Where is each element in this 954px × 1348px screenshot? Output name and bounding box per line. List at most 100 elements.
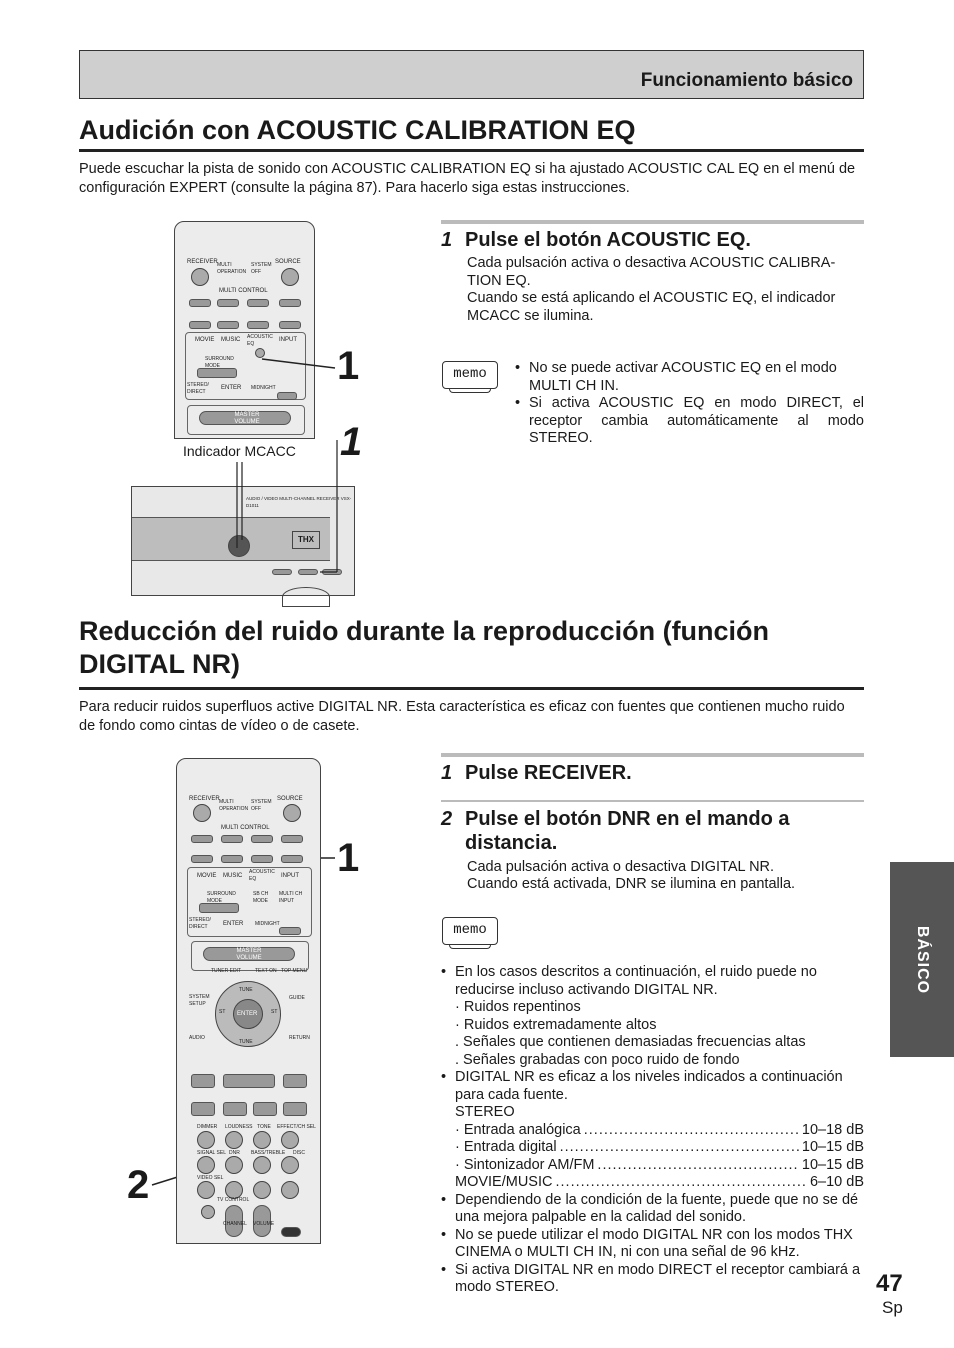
remote2-label-tune-down: TUNE: [239, 1039, 253, 1045]
memo2-sub-4: . Señales grabadas con poco ruido de fon…: [455, 1051, 740, 1068]
step2-1-rule: [441, 753, 864, 757]
step2-1-title: Pulse RECEIVER.: [465, 762, 632, 784]
page-number: 47: [876, 1270, 903, 1297]
memo2-item-3: Dependiendo de la condición de la fuente…: [441, 1192, 864, 1227]
remote2-label-source: SOURCE: [277, 796, 303, 802]
step1-text-2: Cuando se está aplicando el ACOUSTIC EQ,…: [467, 290, 836, 324]
dnr-button: [225, 1156, 243, 1174]
memo2-sub-2: · Ruidos extremadamente altos: [455, 1016, 657, 1033]
remote2-label-acoustic-eq: ACOUSTIC EQ: [249, 869, 275, 882]
remote2-label-system-setup: SYSTEM SETUP: [189, 994, 210, 1007]
step2-2-text-2: Cuando está activada, DNR se ilumina en …: [467, 876, 796, 892]
level-value-movie-music: 6–10 dB: [809, 1174, 864, 1190]
remote-control-illustration-2: RECEIVER SOURCE MULTI OPERATION SYSTEM O…: [176, 758, 321, 1244]
level-label-movie-music: MOVIE/MUSIC: [455, 1174, 553, 1190]
remote-label-movie: MOVIE: [195, 337, 215, 343]
remote2-label-multi-control: MULTI CONTROL: [221, 825, 270, 831]
step1-rule: [441, 220, 864, 224]
memo-icon-2: memo: [442, 917, 498, 949]
receiver-mode-button: [281, 855, 303, 863]
remote2-label-stereo-direct: STEREO/ DIRECT: [189, 917, 211, 930]
remote2-label-signal-sel: SIGNAL SEL: [197, 1150, 226, 1156]
remote2-label-surround-mode: SURROUND MODE: [207, 891, 236, 904]
remote2-label-tv-control: TV CONTROL: [217, 1197, 250, 1203]
remote-label-source: SOURCE: [275, 259, 301, 265]
memo1-item-1: No se puede activar ACOUSTIC EQ en el mo…: [515, 360, 864, 395]
step2-2-rule: [441, 800, 864, 802]
receiver-power-button: [191, 268, 209, 286]
remote2-label-audio: AUDIO: [189, 1035, 205, 1041]
level-label-analog: · Entrada analógica: [455, 1121, 581, 1138]
remote-label-surround-mode: SURROUND MODE: [205, 356, 234, 369]
remote2-label-disc: DISC: [293, 1150, 305, 1156]
remote2-label-st-right: ST: [271, 1009, 278, 1015]
level-value-analog: 10–18 dB: [801, 1121, 864, 1138]
section2-intro: Para reducir ruidos superfluos active DI…: [79, 699, 845, 734]
memo2-sub-1: · Ruidos repentinos: [455, 999, 581, 1015]
level-row-tuner: · Sintonizador AM/FM10–15 dB: [441, 1157, 864, 1175]
remote2-label-system-off: SYSTEM OFF: [251, 799, 272, 812]
level-row-analog: · Entrada analógica 10–18 dB: [441, 1122, 864, 1140]
step1-text-1: Cada pulsación activa o desactiva ACOUST…: [467, 255, 836, 289]
remote2-label-top-menu: TOP MENU: [281, 968, 308, 974]
remote-label-midnight: MIDNIGHT: [251, 385, 276, 391]
remote2-label-dimmer: DIMMER: [197, 1124, 218, 1130]
level-label-digital: · Entrada digital: [455, 1139, 557, 1155]
remote2-label-movie: MOVIE: [197, 873, 217, 879]
remote2-label-effect-ch-sel: EFFECT/CH SEL: [277, 1124, 316, 1130]
remote-label-input: INPUT: [279, 337, 297, 343]
memo-icon-1: memo: [442, 361, 498, 393]
step1-number: 1: [441, 229, 453, 251]
callout-number-2-2: 2: [127, 1163, 150, 1207]
remote2-label-enter: ENTER: [223, 921, 244, 927]
remote-label-enter: ENTER: [221, 385, 242, 391]
remote2-label-guide: GUIDE: [289, 995, 305, 1001]
callout-number-1b: 1: [340, 420, 363, 464]
step2-2-text-1: Cada pulsación activa o desactiva DIGITA…: [467, 859, 775, 875]
remote-label-stereo-direct: STEREO/ DIRECT: [187, 382, 209, 395]
memo1-item-2: Si activa ACOUSTIC EQ en modo DIRECT, el…: [515, 395, 864, 448]
section1-title: Audición con ACOUSTIC CALIBRATION EQ: [79, 115, 636, 145]
memo2-item-5: Si activa DIGITAL NR en modo DIRECT el r…: [441, 1262, 864, 1297]
step2-2-number: 2: [441, 808, 453, 830]
mcacc-indicator-label: Indicador MCACC: [183, 443, 296, 459]
remote2-label-multi-ch-input: MULTI CH INPUT: [279, 891, 303, 904]
remote2-label-tune-up: TUNE: [239, 987, 253, 993]
memo2-sub-3: . Señales que contienen demasiadas frecu…: [455, 1034, 806, 1050]
remote2-label-receiver: RECEIVER: [189, 796, 220, 802]
memo2-item-1-text: En los casos descritos a continuación, e…: [455, 964, 817, 998]
remote2-label-tuner-edit: TUNER EDIT: [211, 968, 241, 974]
step2-1-number: 1: [441, 762, 453, 784]
remote2-label-video-sel: VIDEO SEL: [197, 1175, 224, 1181]
remote2-label-sb-ch-mode: SB CH MODE: [253, 891, 269, 904]
memo2-item-4: No se puede utilizar el modo DIGITAL NR …: [441, 1227, 864, 1262]
step2-1-heading: 1 Pulse RECEIVER.: [441, 761, 864, 785]
level-value-digital: 10–15 dB: [801, 1139, 864, 1155]
callout-number-1a: 1: [337, 344, 360, 388]
remote-label-multi-operation: MULTI OPERATION: [217, 262, 247, 275]
remote-control-illustration-1: RECEIVER SOURCE MULTI OPERATION SYSTEM O…: [174, 221, 315, 439]
remote2-label-st-left: ST: [219, 1009, 226, 1015]
memo2-item-1: En los casos descritos a continuación, e…: [441, 964, 864, 999]
remote2-label-volume: VOLUME: [253, 1221, 275, 1227]
level-row-movie-music: MOVIE/MUSIC 6–10 dB: [441, 1174, 864, 1192]
side-tab-label: BÁSICO: [914, 925, 931, 994]
remote2-label-multi-operation: MULTI OPERATION: [219, 799, 249, 812]
mcacc-indicator: [228, 535, 250, 557]
remote2-label-text-on: TEXT ON: [255, 968, 277, 974]
source-power-button: [281, 268, 299, 286]
remote-label-multi-control: MULTI CONTROL: [219, 288, 268, 294]
memo2-item-2: DIGITAL NR es eficaz a los niveles indic…: [441, 1069, 864, 1104]
memo2-stereo-label: STEREO: [455, 1104, 515, 1120]
remote2-dpad-enter: ENTER: [237, 1011, 258, 1017]
memo-list-1: No se puede activar ACOUSTIC EQ en el mo…: [515, 360, 864, 448]
section-header-title: Funcionamiento básico: [640, 70, 853, 91]
receiver-model-text: AUDIO / VIDEO MULTI-CHANNEL RECEIVER VSX…: [246, 496, 352, 508]
callout-number-2-1: 1: [337, 836, 360, 880]
section-header-bar: Funcionamiento básico: [79, 50, 864, 99]
level-row-digital: · Entrada digital 10–15 dB: [441, 1139, 864, 1157]
step2-2-title: Pulse el botón DNR en el mando a distanc…: [465, 808, 790, 854]
memo-list-2: En los casos descritos a continuación, e…: [441, 964, 864, 1297]
remote-label-master-volume: MASTER VOLUME: [234, 412, 260, 425]
